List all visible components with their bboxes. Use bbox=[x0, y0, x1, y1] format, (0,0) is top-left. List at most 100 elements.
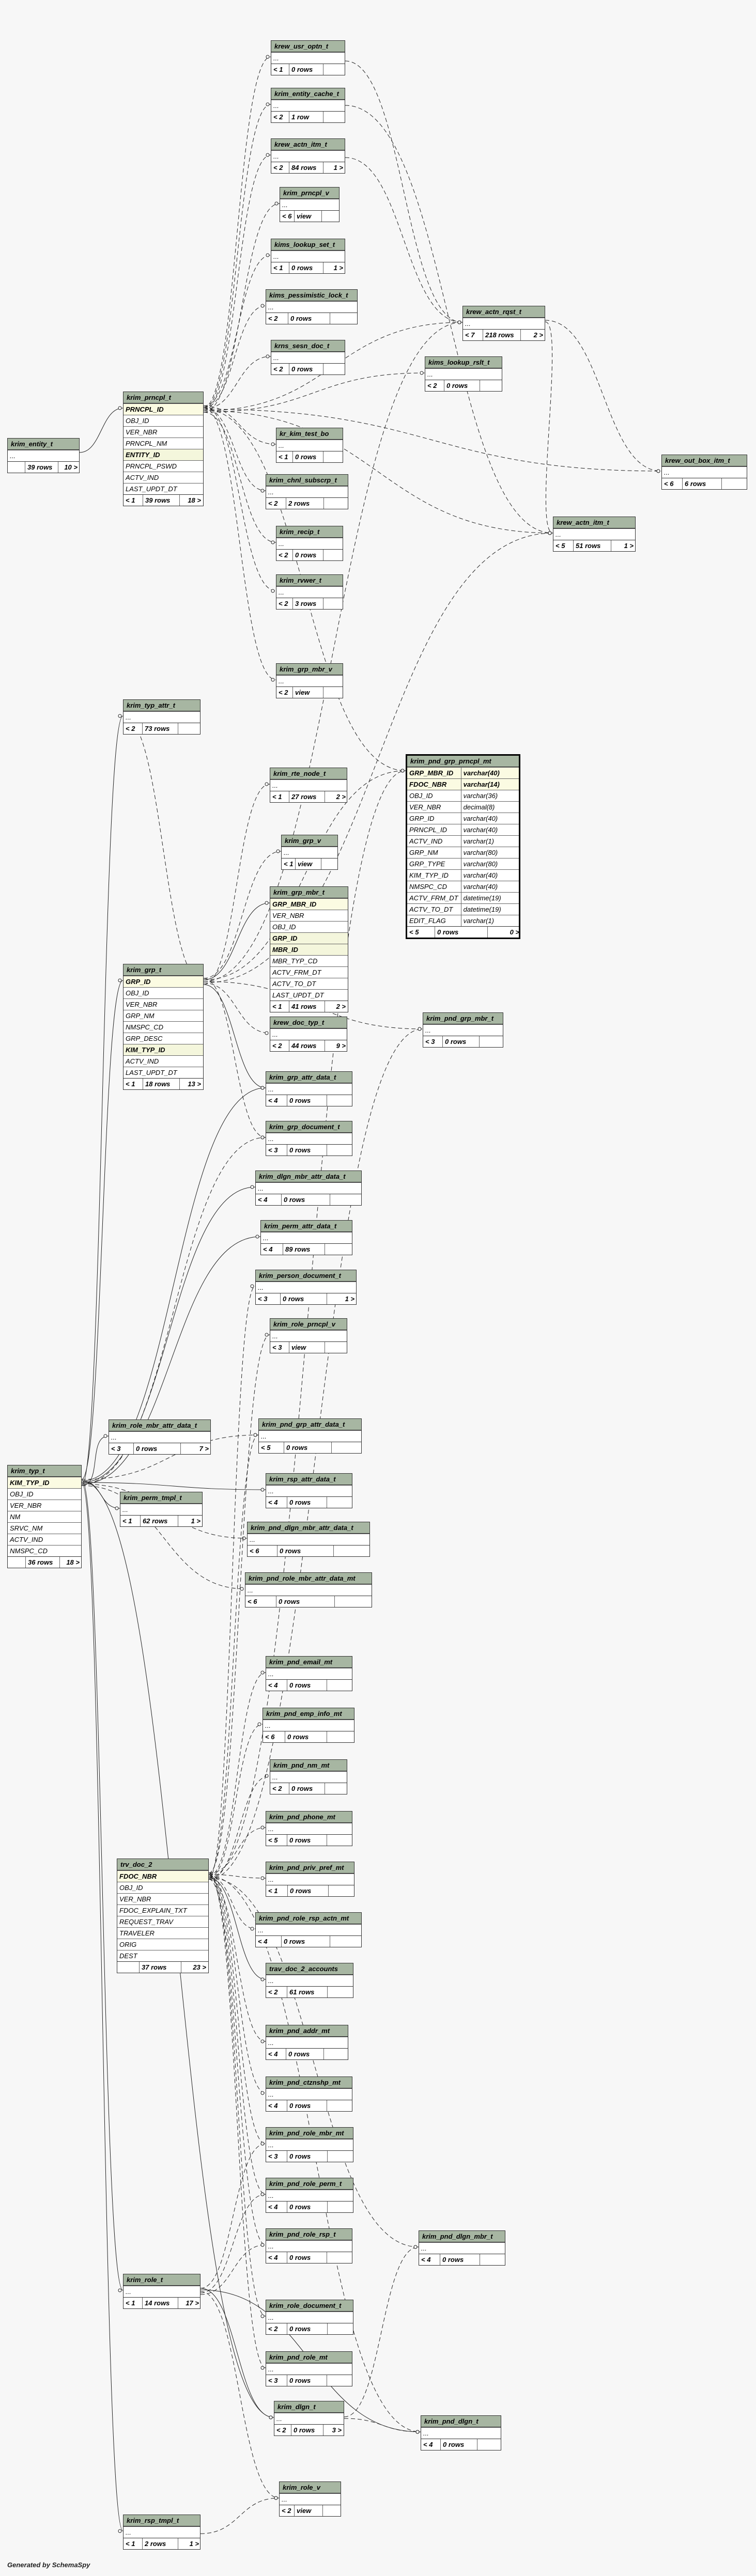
collapsed-columns[interactable]: ... bbox=[463, 318, 545, 329]
collapsed-columns[interactable]: ... bbox=[423, 1024, 503, 1036]
collapsed-columns[interactable]: ... bbox=[282, 847, 337, 858]
column-row[interactable]: MBR_ID bbox=[270, 944, 348, 955]
column-row[interactable]: GRP_ID bbox=[270, 932, 348, 944]
collapsed-columns[interactable]: ... bbox=[263, 1720, 354, 1731]
collapsed-columns[interactable]: ... bbox=[124, 2526, 200, 2538]
collapsed-columns[interactable]: ... bbox=[266, 2037, 348, 2048]
collapsed-columns[interactable]: ... bbox=[124, 2286, 200, 2297]
collapsed-columns[interactable]: ... bbox=[8, 450, 79, 461]
collapsed-columns[interactable]: ... bbox=[266, 486, 348, 497]
column-row[interactable]: VER_NBR bbox=[8, 1500, 81, 1511]
collapsed-columns[interactable]: ... bbox=[271, 52, 345, 64]
column-row[interactable]: LAST_UPDT_DT bbox=[270, 989, 348, 1001]
collapsed-columns[interactable]: ... bbox=[256, 1924, 361, 1935]
column-row[interactable]: OBJ_ID bbox=[8, 1488, 81, 1500]
column-row[interactable]: REQUEST_TRAV bbox=[117, 1916, 208, 1927]
column-row[interactable]: ACTV_FRM_DT bbox=[270, 966, 348, 978]
column-row[interactable]: LAST_UPDT_DT bbox=[124, 1067, 203, 1078]
column-row[interactable]: KIM_TYP_ID bbox=[8, 1477, 81, 1488]
collapsed-columns[interactable]: ... bbox=[109, 1431, 210, 1443]
collapsed-columns[interactable]: ... bbox=[280, 2493, 341, 2505]
collapsed-columns[interactable]: ... bbox=[266, 2190, 353, 2201]
column-row[interactable]: FDOC_NBR bbox=[117, 1870, 208, 1882]
column-row[interactable]: VER_NBR bbox=[124, 998, 203, 1010]
collapsed-columns[interactable]: ... bbox=[256, 1282, 356, 1293]
collapsed-columns[interactable]: ... bbox=[271, 352, 345, 363]
collapsed-columns[interactable]: ... bbox=[271, 100, 345, 111]
column-row[interactable]: PRNCPL_ID bbox=[124, 403, 203, 415]
column-row[interactable]: KIM_TYP_ID bbox=[124, 1044, 203, 1055]
collapsed-columns[interactable]: ... bbox=[271, 150, 345, 162]
collapsed-columns[interactable]: ... bbox=[280, 199, 339, 210]
collapsed-columns[interactable]: ... bbox=[266, 301, 357, 313]
collapsed-columns[interactable]: ... bbox=[274, 2413, 344, 2424]
column-row[interactable]: LAST_UPDT_DT bbox=[124, 483, 203, 494]
column-row[interactable]: ENTITY_ID bbox=[124, 449, 203, 460]
collapsed-columns[interactable]: ... bbox=[270, 1771, 347, 1783]
column-row[interactable]: GRP_MBR_ID bbox=[270, 898, 348, 910]
collapsed-columns[interactable]: ... bbox=[266, 1823, 352, 1834]
column-row[interactable]: GRP_DESC bbox=[124, 1033, 203, 1044]
column-row[interactable]: OBJ_ID bbox=[270, 921, 348, 932]
column-row[interactable]: ACTV_IND bbox=[8, 1534, 81, 1545]
collapsed-columns[interactable]: ... bbox=[419, 2242, 505, 2254]
collapsed-columns[interactable]: ... bbox=[662, 466, 747, 478]
column-row[interactable]: ACTV_IND bbox=[124, 1055, 203, 1067]
collapsed-columns[interactable]: ... bbox=[276, 675, 343, 686]
column-row[interactable]: GRP_ID bbox=[124, 976, 203, 987]
collapsed-columns[interactable]: ... bbox=[124, 711, 200, 723]
collapsed-columns[interactable]: ... bbox=[425, 368, 502, 380]
column-row[interactable]: OBJ_ID bbox=[124, 987, 203, 998]
collapsed-columns[interactable]: ... bbox=[266, 1975, 353, 1986]
collapsed-columns[interactable]: ... bbox=[261, 1232, 352, 1243]
column-row[interactable]: SRVC_NM bbox=[8, 1522, 81, 1534]
column-row[interactable]: TRAVELER bbox=[117, 1927, 208, 1939]
collapsed-columns[interactable]: ... bbox=[266, 2139, 353, 2150]
column-row[interactable]: PRNCPL_PSWD bbox=[124, 460, 203, 472]
collapsed-columns[interactable]: ... bbox=[120, 1504, 202, 1515]
collapsed-columns[interactable]: ... bbox=[266, 2088, 352, 2100]
